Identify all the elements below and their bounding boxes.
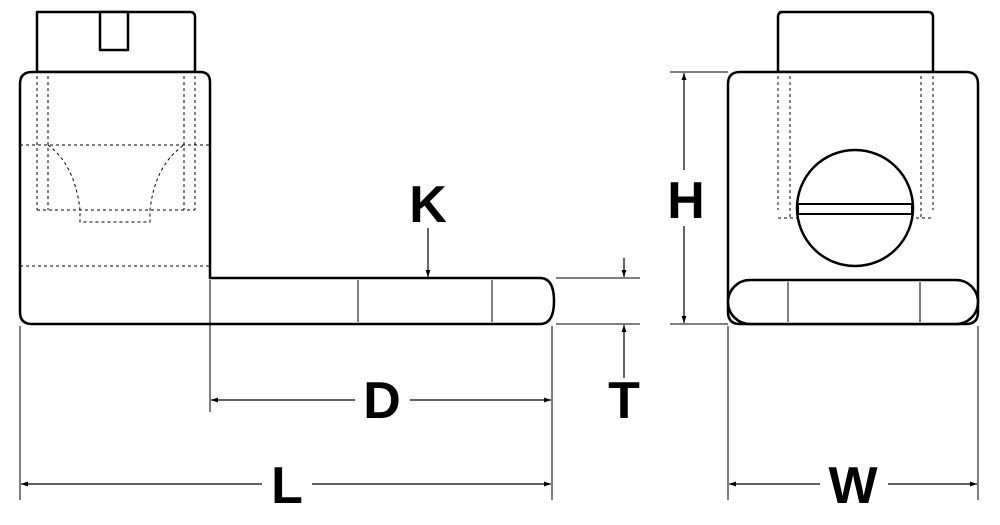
dim-label-t: T xyxy=(608,372,640,430)
dim-label-w: W xyxy=(828,457,878,515)
dim-k: K xyxy=(409,176,447,277)
dim-d: D xyxy=(209,280,553,500)
dim-label-h: H xyxy=(667,172,705,230)
dim-w: W xyxy=(727,326,979,515)
dim-t: T xyxy=(556,258,640,430)
dim-l: L xyxy=(19,326,551,515)
dimensions: K T D L xyxy=(19,71,979,515)
dim-label-d: D xyxy=(363,372,401,430)
screw-slot-end xyxy=(797,203,913,215)
side-view xyxy=(18,10,556,326)
screw-slot-side xyxy=(98,10,130,52)
screw-head-end xyxy=(776,10,935,74)
end-view xyxy=(726,10,980,326)
lug-body-side xyxy=(18,70,556,326)
dim-label-l: L xyxy=(271,457,303,515)
tongue-end xyxy=(726,278,980,326)
dim-h: H xyxy=(667,71,728,325)
dim-label-k: K xyxy=(409,176,447,234)
